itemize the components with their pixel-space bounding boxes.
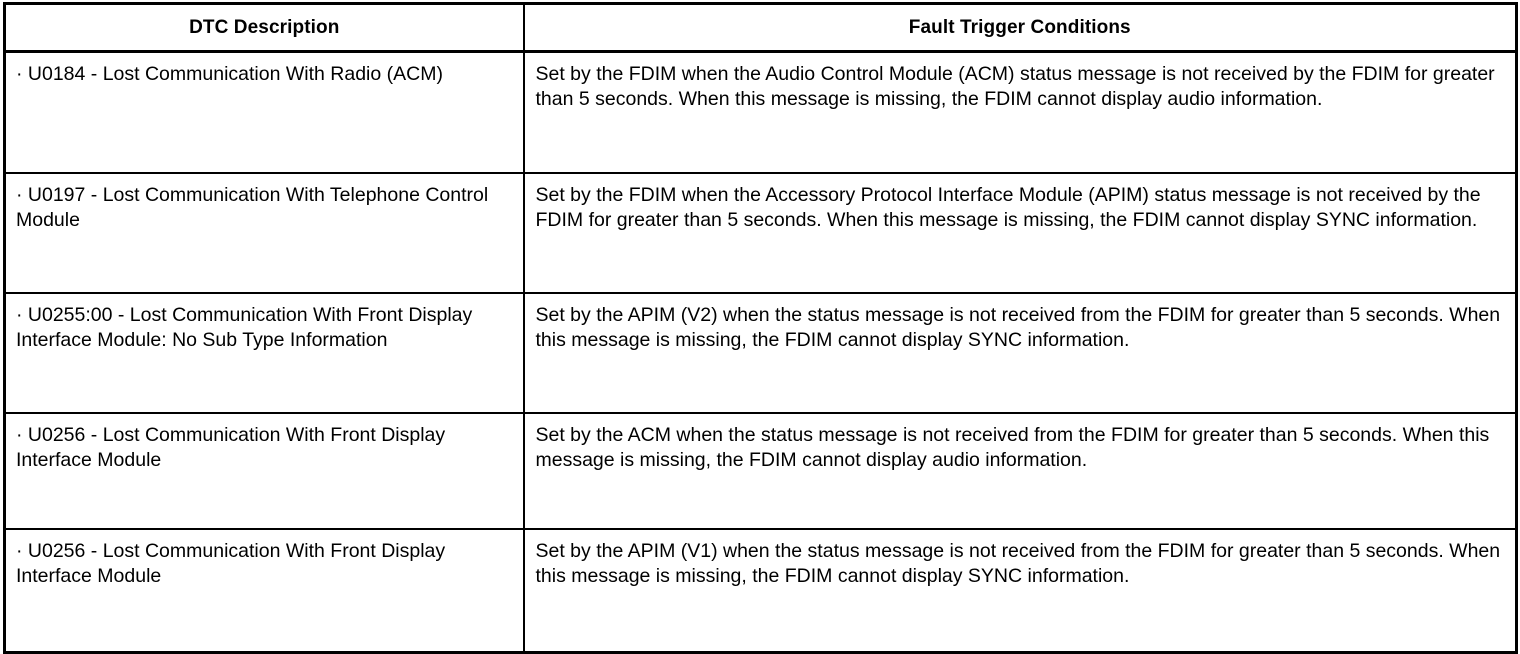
table-header-row: DTC Description Fault Trigger Conditions xyxy=(4,3,1517,53)
cell-fault-trigger-conditions: Set by the FDIM when the Accessory Proto… xyxy=(523,172,1517,293)
cell-dtc-description: · U0197 - Lost Communication With Teleph… xyxy=(4,172,525,293)
table-row: · U0256 - Lost Communication With Front … xyxy=(4,528,1517,653)
table-body: · U0184 - Lost Communication With Radio … xyxy=(4,51,1517,653)
cell-fault-trigger-conditions: Set by the FDIM when the Audio Control M… xyxy=(535,63,1495,110)
table-row: · U0197 - Lost Communication With Teleph… xyxy=(4,172,1517,293)
cell-dtc-description: · U0255:00 - Lost Communication With Fro… xyxy=(4,292,525,413)
table-row: · U0184 - Lost Communication With Radio … xyxy=(4,51,1517,173)
cell-fault-trigger-conditions: Set by the APIM (V1) when the status mes… xyxy=(523,528,1517,653)
table-row: · U0255:00 - Lost Communication With Fro… xyxy=(4,292,1517,413)
cell-fault-trigger-conditions: Set by the APIM (V2) when the status mes… xyxy=(523,292,1517,413)
column-header-dtc-description: DTC Description xyxy=(4,3,525,53)
cell-fault-trigger-conditions: Set by the ACM when the status message i… xyxy=(523,412,1517,529)
dtc-fault-table: DTC Description Fault Trigger Conditions… xyxy=(3,2,1518,654)
column-header-fault-trigger-conditions: Fault Trigger Conditions xyxy=(523,3,1517,53)
table-header: DTC Description Fault Trigger Conditions xyxy=(4,3,1517,53)
table-row: · U0256 - Lost Communication With Front … xyxy=(4,412,1517,529)
cell-dtc-description: · U0256 - Lost Communication With Front … xyxy=(4,528,525,653)
cell-dtc-description: · U0256 - Lost Communication With Front … xyxy=(4,412,525,529)
cell-dtc-description: · U0184 - Lost Communication With Radio … xyxy=(4,51,525,173)
